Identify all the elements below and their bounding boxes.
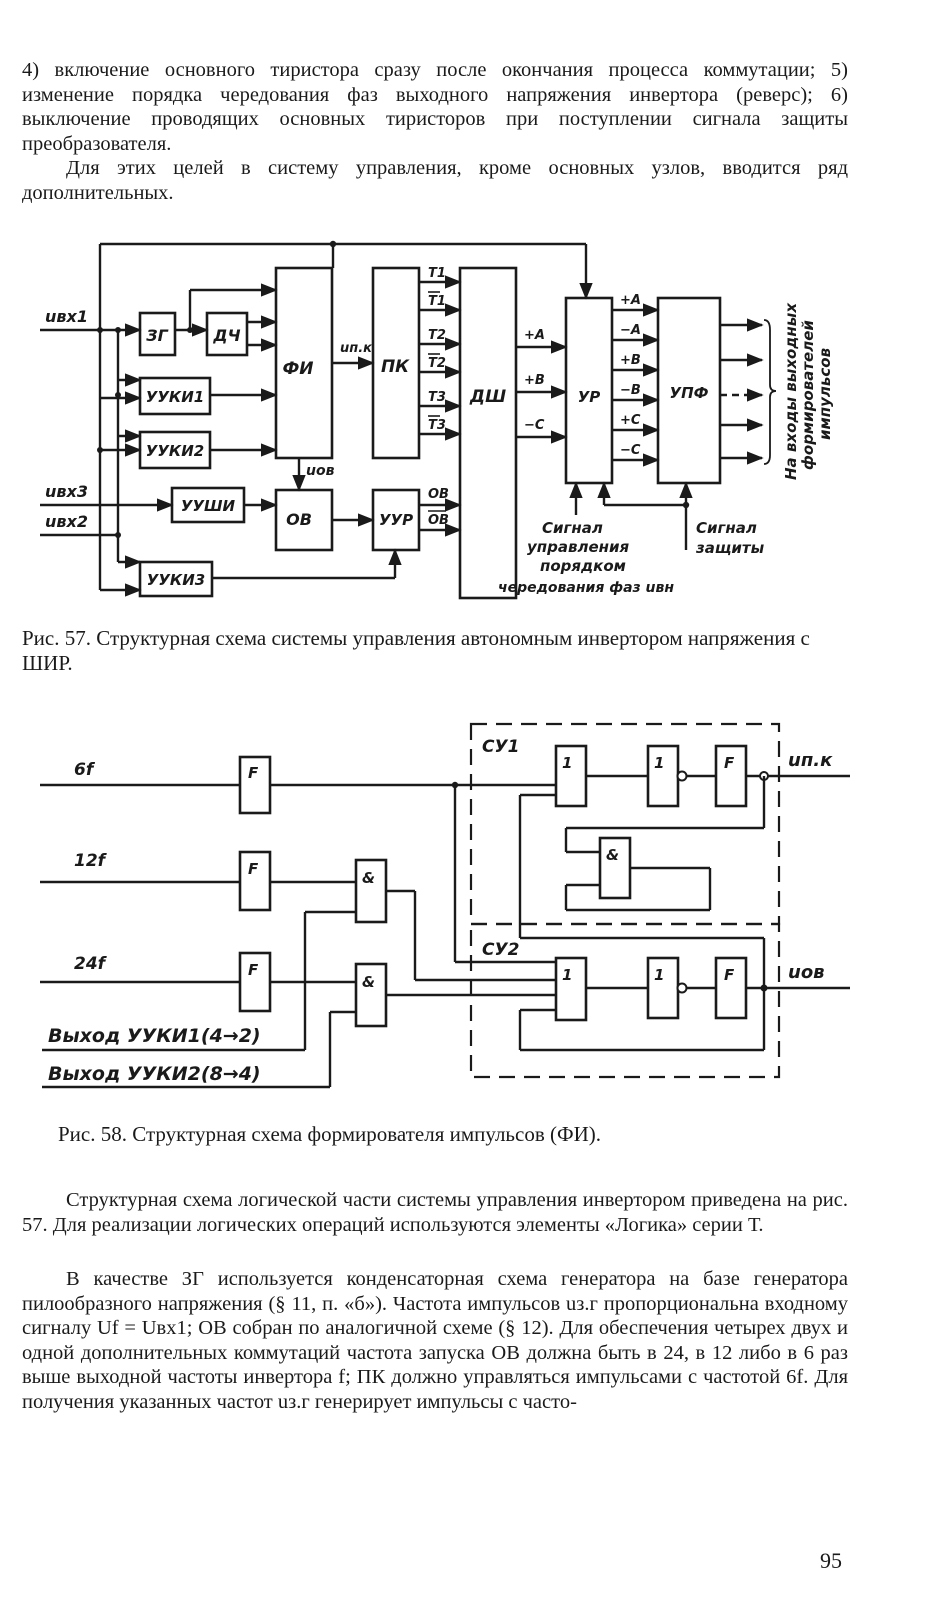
gate-or-su1-label: 1 — [562, 754, 572, 772]
label-ur: УР — [578, 388, 601, 406]
output-uov: uов — [788, 962, 825, 983]
output-upk: uп.к — [788, 750, 833, 771]
label-ov: ОВ — [286, 510, 312, 529]
signal-upk: uп.к — [340, 341, 373, 356]
signal-ur-pc: +C — [620, 413, 641, 428]
gate-f-su1-label: F — [724, 754, 735, 772]
block-ov — [274, 488, 334, 552]
signal-t1: T1 — [428, 266, 446, 281]
input-uvx2: uвх2 — [45, 512, 88, 531]
gate-or-su2-label: 1 — [562, 966, 572, 984]
note-order-l1: Сигнал — [542, 519, 603, 537]
figure-58-diagram: СУ1 СУ2 6f 12f 24f Выход УУКИ1(4→2) Выхо… — [40, 722, 850, 1089]
signal-mc: −C — [524, 418, 545, 433]
gate-f-24f-label: F — [248, 961, 259, 979]
label-dch: ДЧ — [212, 326, 240, 345]
signal-pa: +A — [524, 328, 545, 343]
note-out-l3: импульсов — [816, 348, 834, 440]
page-number: 95 — [820, 1548, 842, 1573]
top-paragraph-1: 4) включение основного тиристора сразу п… — [22, 59, 848, 155]
gate-and-bottom — [354, 962, 388, 1028]
gate-not-su2-label: 1 — [654, 966, 664, 984]
gate-f-su2 — [714, 956, 748, 1020]
note-out-l1: На входы выходных — [782, 302, 800, 480]
signal-ur-pa: +A — [620, 293, 641, 308]
signal-uov: uов — [306, 463, 335, 479]
input-uuki1-out: Выход УУКИ1(4→2) — [48, 1025, 261, 1047]
signal-ur-mc: −C — [620, 443, 641, 458]
input-uvx3: uвх3 — [45, 482, 88, 501]
signal-t3n: T3 — [428, 418, 446, 433]
gate-f-6f-label: F — [248, 764, 259, 782]
block-fi — [274, 266, 334, 460]
note-order-l4: чередования фаз uвн — [498, 580, 674, 596]
label-uuki2: УУКИ2 — [146, 442, 204, 460]
signal-t2n: T2 — [428, 356, 446, 371]
signal-ur-mb: −B — [620, 383, 641, 398]
signal-ov: ОВ — [428, 487, 449, 502]
signal-ur-pb: +B — [620, 353, 641, 368]
gate-f-24f — [238, 951, 272, 1013]
label-uushi: УУШИ — [181, 497, 236, 515]
block-dsh — [458, 266, 518, 600]
input-uvx1: uвх1 — [45, 307, 88, 326]
group-su2 — [469, 922, 781, 1079]
figure-57-diagram: ЗГ ДЧ ФИ УУКИ1 УУКИ2 УУШИ ОВ УУКИ3 ПК УУ… — [40, 240, 834, 600]
note-prot-l2: защиты — [695, 539, 765, 557]
gate-not-su1-label: 1 — [654, 754, 664, 772]
signal-t1n: T1 — [428, 294, 446, 309]
note-out-l2: формирователей — [799, 320, 817, 470]
group-su1-label: СУ1 — [482, 737, 519, 757]
note-prot-l1: Сигнал — [696, 519, 757, 537]
signal-pb: +B — [524, 373, 545, 388]
label-dsh: ДШ — [469, 387, 506, 407]
gate-and-middle-label: & — [606, 846, 619, 864]
label-pk: ПК — [381, 357, 410, 377]
body-paragraph-2: В качестве ЗГ используется конденсаторна… — [22, 1268, 848, 1413]
gate-and-bottom-label: & — [362, 973, 375, 991]
label-fi: ФИ — [282, 359, 313, 379]
input-uuki2-out: Выход УУКИ2(8→4) — [48, 1063, 261, 1085]
body-paragraph-1: Структурная схема логической части систе… — [22, 1189, 848, 1236]
input-12f: 12f — [74, 851, 108, 871]
signal-t3: T3 — [428, 390, 446, 405]
signal-ur-ma: −A — [620, 323, 641, 338]
label-uuki1: УУКИ1 — [146, 388, 204, 406]
signal-ovn: ОВ — [428, 513, 449, 528]
caption-figure-57: Рис. 57. Структурная схема системы управ… — [22, 626, 810, 675]
note-order-l3: порядком — [540, 557, 626, 575]
input-24f: 24f — [74, 954, 108, 974]
block-ur — [564, 296, 614, 485]
note-order-l2: управления — [527, 538, 630, 556]
top-paragraph-2: Для этих целей в систему управления, кро… — [22, 157, 848, 204]
block-uuki3 — [138, 560, 214, 598]
group-su2-label: СУ2 — [482, 940, 519, 960]
signal-t2: T2 — [428, 328, 446, 343]
gate-f-12f-label: F — [248, 860, 259, 878]
gate-not-su1 — [646, 744, 680, 808]
gate-and-middle — [598, 836, 632, 900]
gate-and-top-label: & — [362, 869, 375, 887]
caption-figure-58: Рис. 58. Структурная схема формирователя… — [58, 1122, 601, 1146]
block-dch — [205, 311, 249, 357]
input-6f: 6f — [74, 760, 96, 780]
label-uuki3: УУКИ3 — [147, 571, 205, 589]
gate-not-su2 — [646, 956, 680, 1020]
block-uuki2 — [138, 430, 212, 470]
label-upf: УПФ — [670, 384, 709, 402]
block-upf — [656, 296, 722, 485]
gate-f-su2-label: F — [724, 966, 735, 984]
label-uur: УУР — [379, 511, 413, 529]
label-zg: ЗГ — [145, 326, 168, 345]
